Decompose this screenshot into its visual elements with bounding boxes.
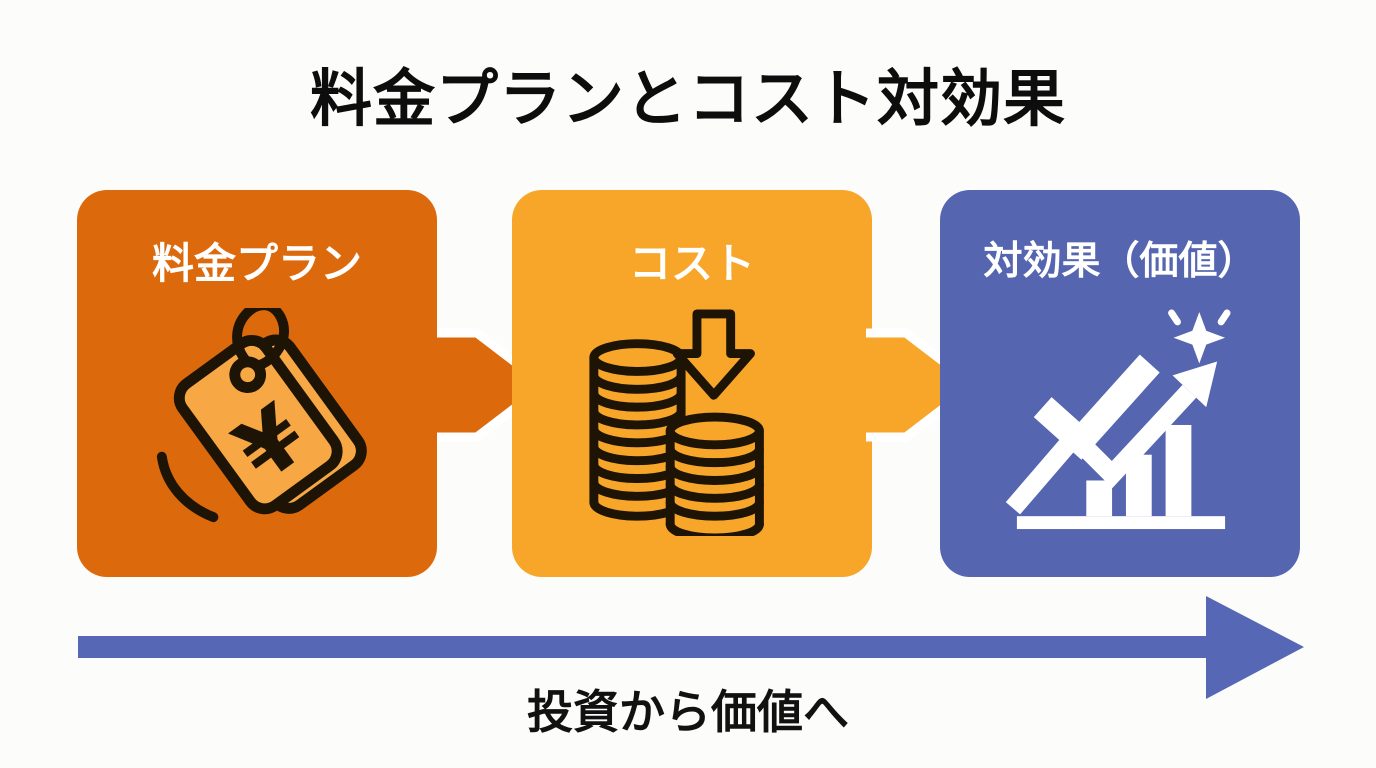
flow-box-cost: コスト [512,190,872,577]
page-title: 料金プランとコスト対効果 [309,62,1066,135]
growth-check-icon [1005,309,1231,530]
bottom-caption: 投資から価値へ [527,685,849,739]
price-tags-icon: ¥ [156,308,367,523]
flow-box-value-label: 対効果（価値） [983,239,1257,284]
bottom-axis-arrow-icon [78,596,1304,699]
flow-box-cost-label: コスト [628,239,755,288]
coins-decrease-icon [589,309,764,536]
sparkle-icon [1173,311,1226,364]
down-arrow-icon [672,309,755,400]
flow-box-pricing-label: 料金プラン [151,239,362,288]
flow-box-value: 対効果（価値） [940,190,1300,577]
flow-box-pricing: 料金プラン ¥ [77,190,437,577]
